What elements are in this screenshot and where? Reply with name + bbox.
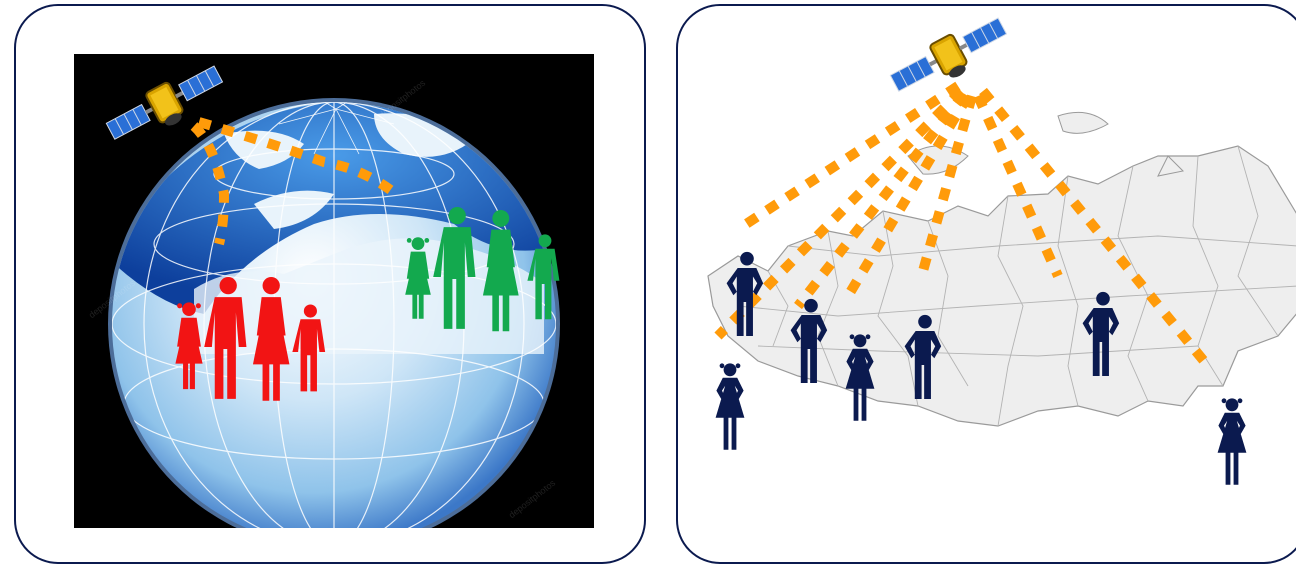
- signal-beam: [190, 122, 230, 246]
- person-icon: [715, 363, 745, 450]
- signal-beam: [197, 117, 400, 198]
- person-icon: [1217, 398, 1247, 485]
- left-panel: depositphotos depositphotos depositphoto…: [14, 4, 646, 564]
- signal-beams: [714, 81, 1212, 370]
- right-panel: [676, 4, 1296, 564]
- globe-picture: depositphotos depositphotos depositphoto…: [74, 54, 594, 528]
- map-icon: [707, 111, 1296, 427]
